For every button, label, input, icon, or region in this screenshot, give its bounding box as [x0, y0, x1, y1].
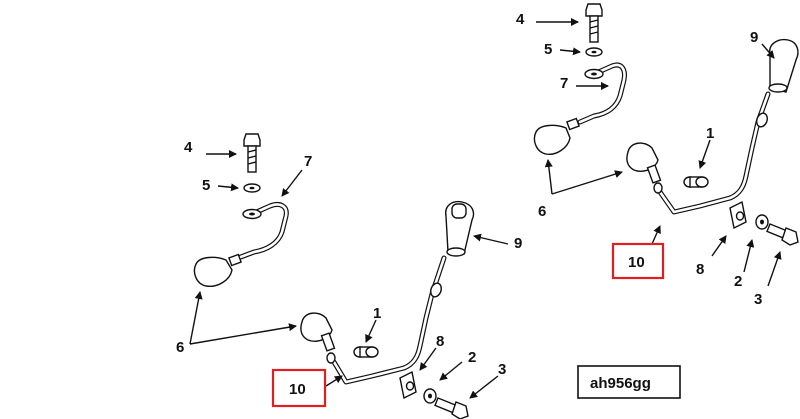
left-callout-3: 3	[498, 361, 506, 378]
right-callout-6: 6	[538, 203, 546, 220]
right-callout-10: 10	[628, 254, 645, 271]
figure-id-box: ah956gg	[577, 365, 681, 399]
right-callout-1: 1	[706, 125, 714, 142]
right-view: 4 5 7 9 1 6 10 8 2 3	[516, 3, 799, 308]
left-callout-7: 7	[304, 153, 312, 170]
left-callout-9: 9	[514, 235, 522, 252]
right-ground-cable-7	[533, 62, 627, 155]
left-bolt-3	[434, 397, 469, 419]
right-bolt-4	[585, 3, 603, 43]
right-callout-7: 7	[560, 75, 568, 92]
right-callout-4: 4	[516, 11, 525, 28]
right-callout-9: 9	[750, 29, 758, 46]
right-callout-5: 5	[544, 41, 552, 58]
left-callout-10: 10	[289, 381, 306, 398]
right-callout-3: 3	[754, 291, 762, 308]
right-highlight-box-10	[611, 242, 665, 280]
left-ground-cable-7	[193, 201, 289, 287]
right-cable-10	[626, 91, 771, 215]
left-cable-10	[300, 255, 447, 385]
left-callout-1: 1	[373, 305, 381, 322]
left-highlight-box-10	[271, 368, 327, 408]
right-callout-2: 2	[734, 273, 742, 290]
right-bolt-3	[766, 223, 799, 246]
left-boot-9	[445, 200, 475, 257]
left-callout-5: 5	[202, 177, 210, 194]
right-spacer-1	[683, 176, 709, 188]
left-bolt-4	[243, 133, 261, 173]
right-callout-8: 8	[696, 261, 704, 278]
left-callout-2: 2	[468, 349, 476, 366]
left-callout-4: 4	[184, 139, 193, 156]
left-callout-8: 8	[436, 333, 444, 350]
left-view: 4 5 7 6 9 1 8 10 2 3	[176, 133, 522, 419]
figure-id-label: ah956gg	[590, 375, 651, 392]
left-spacer-1	[353, 346, 379, 358]
left-callout-6: 6	[176, 339, 184, 356]
right-boot-9	[768, 38, 799, 93]
